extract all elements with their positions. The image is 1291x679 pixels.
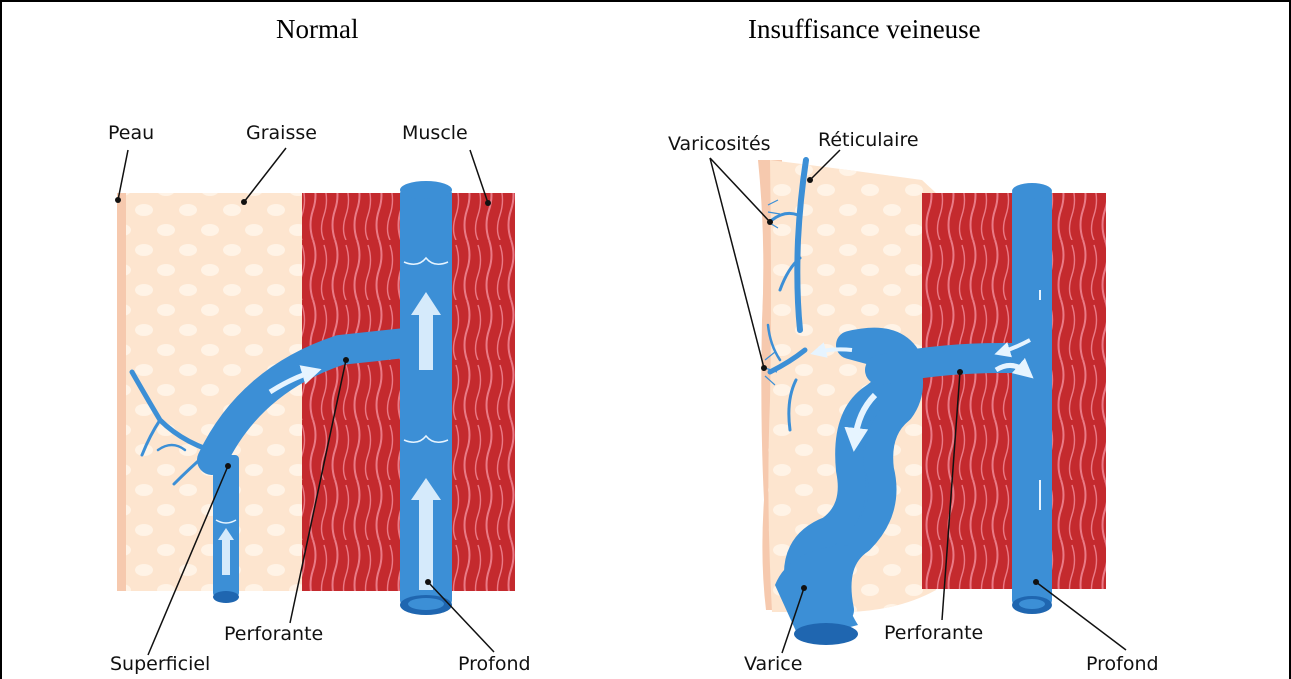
label-varice: Varice <box>744 653 802 675</box>
deep-vein-top <box>400 181 452 199</box>
superficial-vein <box>213 455 239 597</box>
deep-vein-top-insuf <box>1012 183 1052 199</box>
label-profond: Profond <box>458 653 531 675</box>
deep-vein-insuf <box>1012 188 1052 606</box>
label-graisse: Graisse <box>246 122 317 144</box>
label-profond-insuf: Profond <box>1086 653 1159 675</box>
panel-insufficiency: Varicosités Réticulaire Perforante Varic… <box>668 129 1159 675</box>
label-varicosites: Varicosités <box>668 133 771 155</box>
panel-normal: Peau Graisse Muscle Superficiel Perforan… <box>108 122 531 675</box>
label-reticulaire: Réticulaire <box>818 129 919 151</box>
label-perforante: Perforante <box>224 623 323 645</box>
superficial-vein-opening <box>213 591 239 603</box>
varicose-vein-opening <box>794 623 858 645</box>
skin-layer <box>117 193 126 591</box>
label-superficiel: Superficiel <box>110 653 210 675</box>
label-peau: Peau <box>108 122 154 144</box>
label-perforante-insuf: Perforante <box>884 622 983 644</box>
label-muscle: Muscle <box>402 122 468 144</box>
